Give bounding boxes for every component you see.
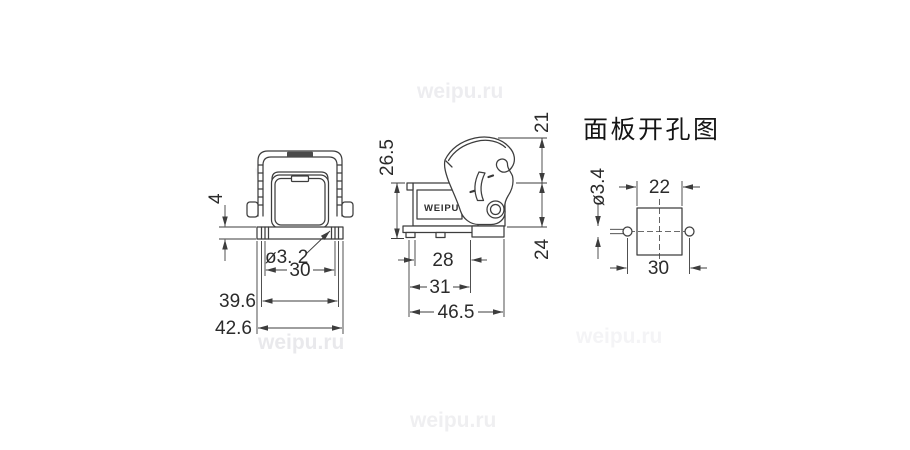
dim-label-width-28: 28 [432,250,453,271]
watermark-text: weipu.ru [257,331,344,354]
dim-label-width-31: 31 [429,277,450,298]
panel-cutout-drawing: 面板开孔图 22 30 ø3.4 [583,116,721,279]
watermark-text: weipu.ru [416,80,503,103]
mounting-flange-outline [256,226,344,240]
cutout-square [636,207,683,256]
dim-label-lever-height: 21 [532,112,553,133]
side-view-drawing: WEIPU [377,112,553,323]
front-view-drawing: 4 ø3. 2 30 39.6 42.6 [206,150,354,339]
dim-label-hole-spacing: 30 [289,260,310,281]
side-view-dimension-lines [391,137,547,317]
locking-lever-outline [443,136,516,226]
front-view-dimension-lines [219,205,344,334]
housing-body-outline [270,174,330,229]
dim-label-cutout-hole-diameter: ø3.4 [588,168,609,206]
watermark-text: weipu.ru [575,325,662,348]
lever-pivot [486,200,505,219]
cutout-geometry [610,199,695,264]
lever-engraving-mark [487,174,495,179]
dim-label-cutout-width: 22 [649,177,670,198]
hole-leader-lines [610,228,624,235]
panel-cutout-dimension-lines [595,181,707,274]
mounting-hole-right [684,226,695,237]
dim-label-flange-thickness: 4 [206,193,227,204]
dim-label-total-width: 42.6 [215,318,252,339]
dim-label-body-height: 24 [532,238,553,260]
dim-label-total-height: 26.5 [377,139,398,176]
panel-cutout-title: 面板开孔图 [583,116,721,144]
dim-label-side-total-width: 46.5 [438,302,475,323]
watermark-text: weipu.ru [409,409,496,432]
dim-label-hole-diameter: ø3. 2 [265,247,308,268]
dim-label-cutout-hole-spacing: 30 [648,258,669,279]
mounting-hole-left [622,226,633,237]
dim-label-flange-width: 39.6 [219,291,256,312]
brand-embossed-label: WEIPU [424,203,459,214]
latch-slot [287,151,313,158]
lever-engraving-mark [469,189,476,194]
